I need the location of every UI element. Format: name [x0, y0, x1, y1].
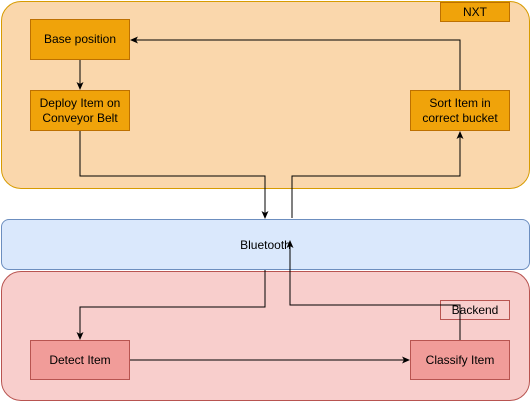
node-base-position: Base position [30, 19, 130, 60]
bluetooth-region: Bluetooth [1, 219, 530, 270]
backend-region [1, 271, 530, 401]
bluetooth-label: Bluetooth [240, 237, 291, 252]
node-deploy-item: Deploy Item on Conveyor Belt [30, 90, 130, 131]
node-sort-item: Sort Item in correct bucket [410, 90, 510, 131]
backend-region-label: Backend [440, 300, 510, 320]
node-detect-item-label: Detect Item [49, 352, 111, 367]
node-base-position-label: Base position [43, 32, 117, 46]
nxt-region-label: NXT [440, 2, 510, 22]
node-sort-item-label: Sort Item in correct bucket [422, 95, 498, 125]
node-deploy-item-label: Deploy Item on Conveyor Belt [39, 95, 121, 125]
node-classify-item: Classify Item [410, 340, 510, 380]
node-classify-item-label: Classify Item [425, 352, 495, 367]
node-detect-item: Detect Item [30, 340, 130, 380]
